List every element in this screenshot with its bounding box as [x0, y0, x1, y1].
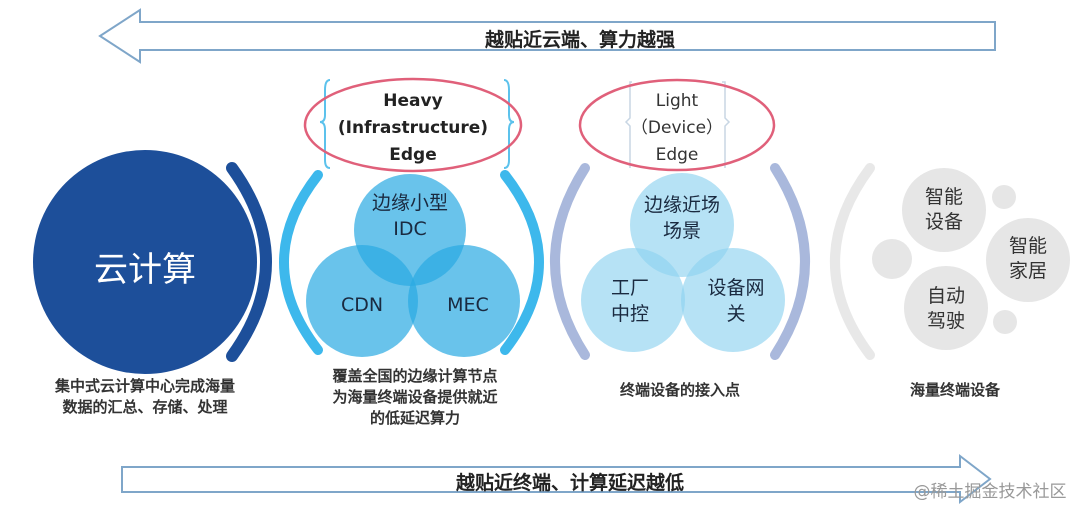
venn-near-field [630, 173, 734, 277]
venn-mec [408, 245, 520, 357]
venn-idc-label: 边缘小型 IDC [350, 190, 470, 242]
smart-home-label: 智能 家居 [988, 234, 1068, 284]
label-line: 自动 [926, 285, 965, 307]
dot [992, 185, 1016, 209]
title-line: (Infrastructure) [337, 118, 489, 138]
top-arrow [98, 8, 996, 64]
light-highlight-ellipse [578, 78, 776, 172]
caption-line: 数据的汇总、存储、处理 [62, 398, 228, 416]
autonomous-label: 自动 驾驶 [906, 284, 986, 334]
devices-caption: 海量终端设备 [909, 381, 1000, 399]
label-line: 边缘小型 [371, 192, 448, 214]
heavy-edge-caption: 覆盖全国的边缘计算节点 为海量终端设备提供就近 的低延迟算力 [290, 366, 540, 429]
light-left-brace [624, 81, 632, 168]
heavy-right-brace [503, 79, 515, 169]
heavy-left-arc [279, 170, 323, 355]
label-line: 智能 [924, 186, 963, 208]
cloud-arc [226, 162, 272, 362]
venn-factory [581, 248, 685, 352]
dot [993, 310, 1017, 334]
venn-factory-label: 工厂 中控 [590, 275, 670, 327]
heavy-highlight-ellipse [303, 77, 523, 173]
label-line: 工厂 [610, 277, 649, 299]
dot [872, 239, 912, 279]
label-line: 家居 [1008, 260, 1047, 282]
venn-gateway [681, 248, 785, 352]
label-line: 边缘近场 [643, 194, 720, 216]
cloud-circle [33, 150, 257, 374]
heavy-right-arc [500, 170, 544, 355]
caption-line: 为海量终端设备提供就近 [332, 388, 498, 406]
venn-near-field-label: 边缘近场 场景 [622, 192, 742, 244]
light-edge-caption: 终端设备的接入点 [619, 381, 740, 399]
label-line: 设备网 [707, 277, 765, 299]
light-edge-title: Light （Device） Edge [577, 88, 777, 169]
cloud-label: 云计算 [94, 250, 196, 290]
title-line: Light [655, 91, 699, 111]
label-line: IDC [393, 218, 427, 240]
title-line: Edge [389, 145, 437, 165]
device-smart-device [902, 168, 986, 252]
heavy-edge-title: Heavy (Infrastructure) Edge [313, 88, 513, 169]
bottom-arrow [121, 453, 992, 505]
smart-device-label: 智能 设备 [904, 185, 984, 235]
light-right-arc [770, 163, 810, 360]
devices-arc [830, 163, 875, 360]
caption-line: 的低延迟算力 [369, 409, 460, 427]
top-arrow-label: 越贴近云端、算力越强 [484, 29, 675, 51]
bottom-arrow-label: 越贴近终端、计算延迟越低 [455, 472, 684, 494]
caption-line: 覆盖全国的边缘计算节点 [332, 367, 498, 385]
heavy-left-brace [319, 79, 331, 169]
venn-cdn-label: CDN [340, 294, 384, 316]
label-line: 场景 [662, 220, 701, 242]
venn-gateway-label: 设备网 关 [696, 275, 776, 327]
cloud-caption: 集中式云计算中心完成海量 数据的汇总、存储、处理 [15, 376, 275, 418]
label-line: 中控 [610, 303, 649, 325]
label-line: 设备 [924, 211, 963, 233]
label-line: 智能 [1008, 235, 1047, 257]
device-autonomous [904, 266, 988, 350]
title-line: Heavy [383, 91, 443, 111]
light-left-arc [550, 163, 590, 360]
title-line: （Device） [630, 118, 724, 138]
title-line: Edge [655, 145, 699, 165]
caption-line: 集中式云计算中心完成海量 [54, 377, 235, 395]
venn-mec-label: MEC [447, 294, 489, 316]
watermark: @稀土掘金技术社区 [913, 482, 1067, 502]
label-line: 驾驶 [926, 310, 965, 332]
light-right-brace [722, 81, 731, 168]
label-line: 关 [726, 303, 746, 325]
device-smart-home [986, 218, 1070, 302]
venn-cdn [306, 245, 418, 357]
